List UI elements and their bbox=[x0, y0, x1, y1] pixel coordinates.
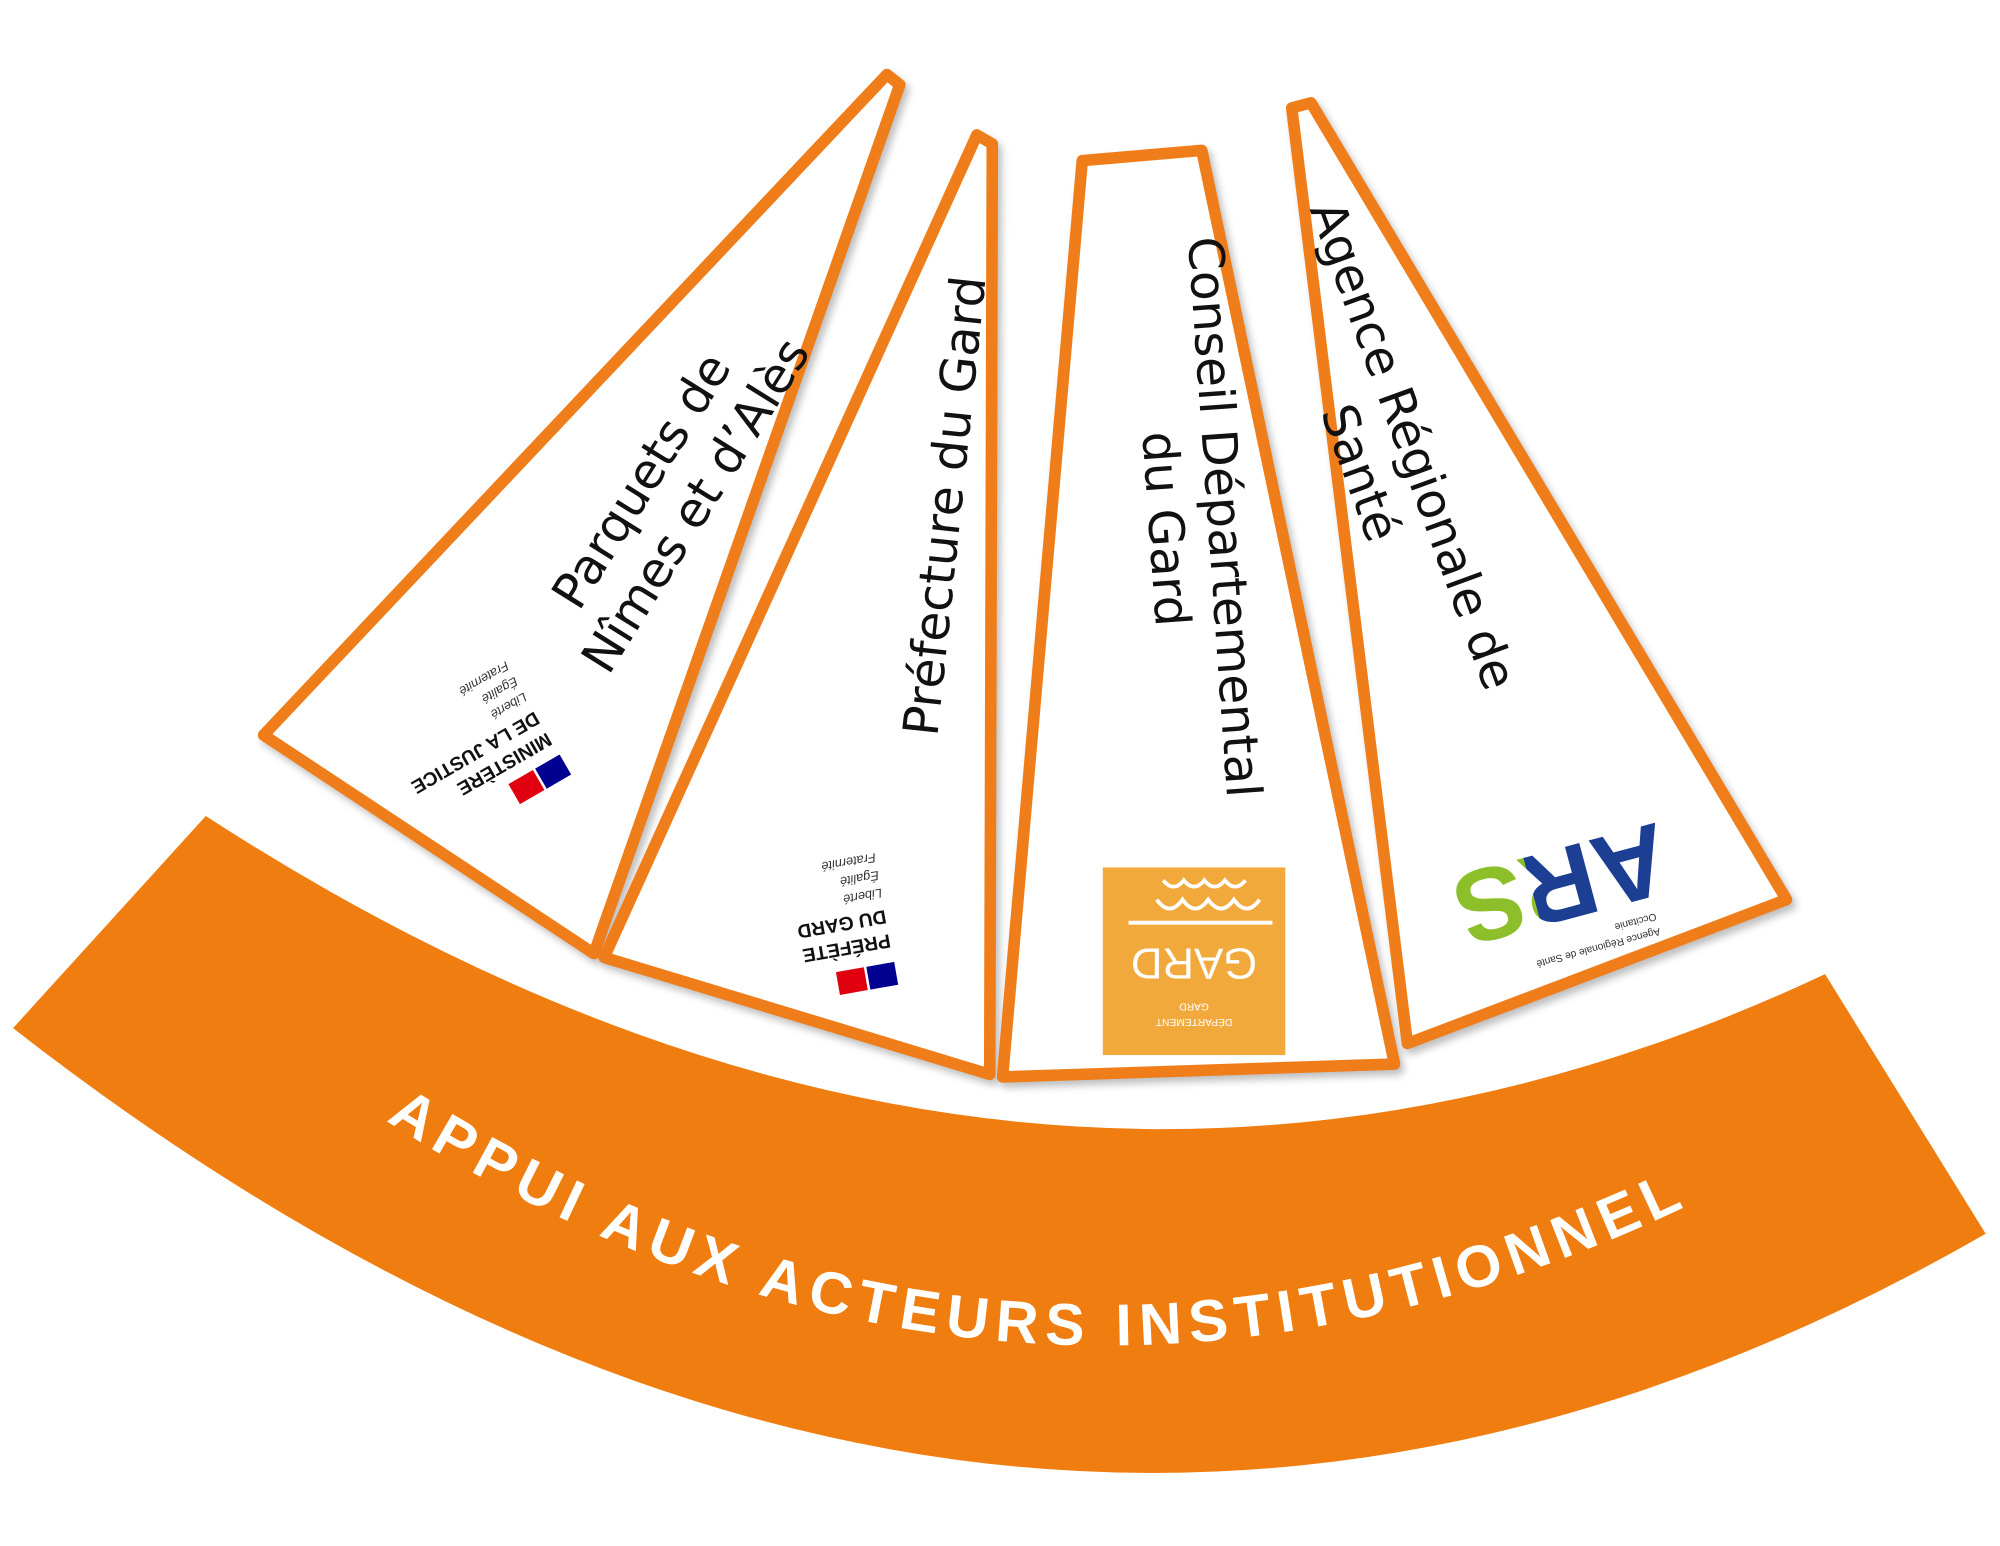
gard-departement-logo: DÉPARTEMENT GARD GARD bbox=[1102, 867, 1286, 1056]
panel-conseil-line2: du Gard bbox=[1130, 430, 1200, 629]
panel-prefecture: Préfecture du Gard PRÉFÈTE DU GARD Liber… bbox=[598, 129, 999, 1081]
panel-parquets: Parquets de Nîmes et d’Alès MINISTÈRE DE… bbox=[257, 68, 906, 960]
panel-conseil-departemental: Conseil Départemental du Gard DÉPARTEMEN… bbox=[996, 144, 1401, 1083]
svg-text:GARD: GARD bbox=[1131, 938, 1257, 987]
svg-text:GARD: GARD bbox=[1179, 1001, 1209, 1012]
svg-text:Égalité: Égalité bbox=[839, 868, 880, 890]
support-band bbox=[13, 816, 1986, 1473]
svg-text:DÉPARTEMENT: DÉPARTEMENT bbox=[1155, 1016, 1232, 1029]
svg-text:Liberté: Liberté bbox=[842, 886, 883, 908]
